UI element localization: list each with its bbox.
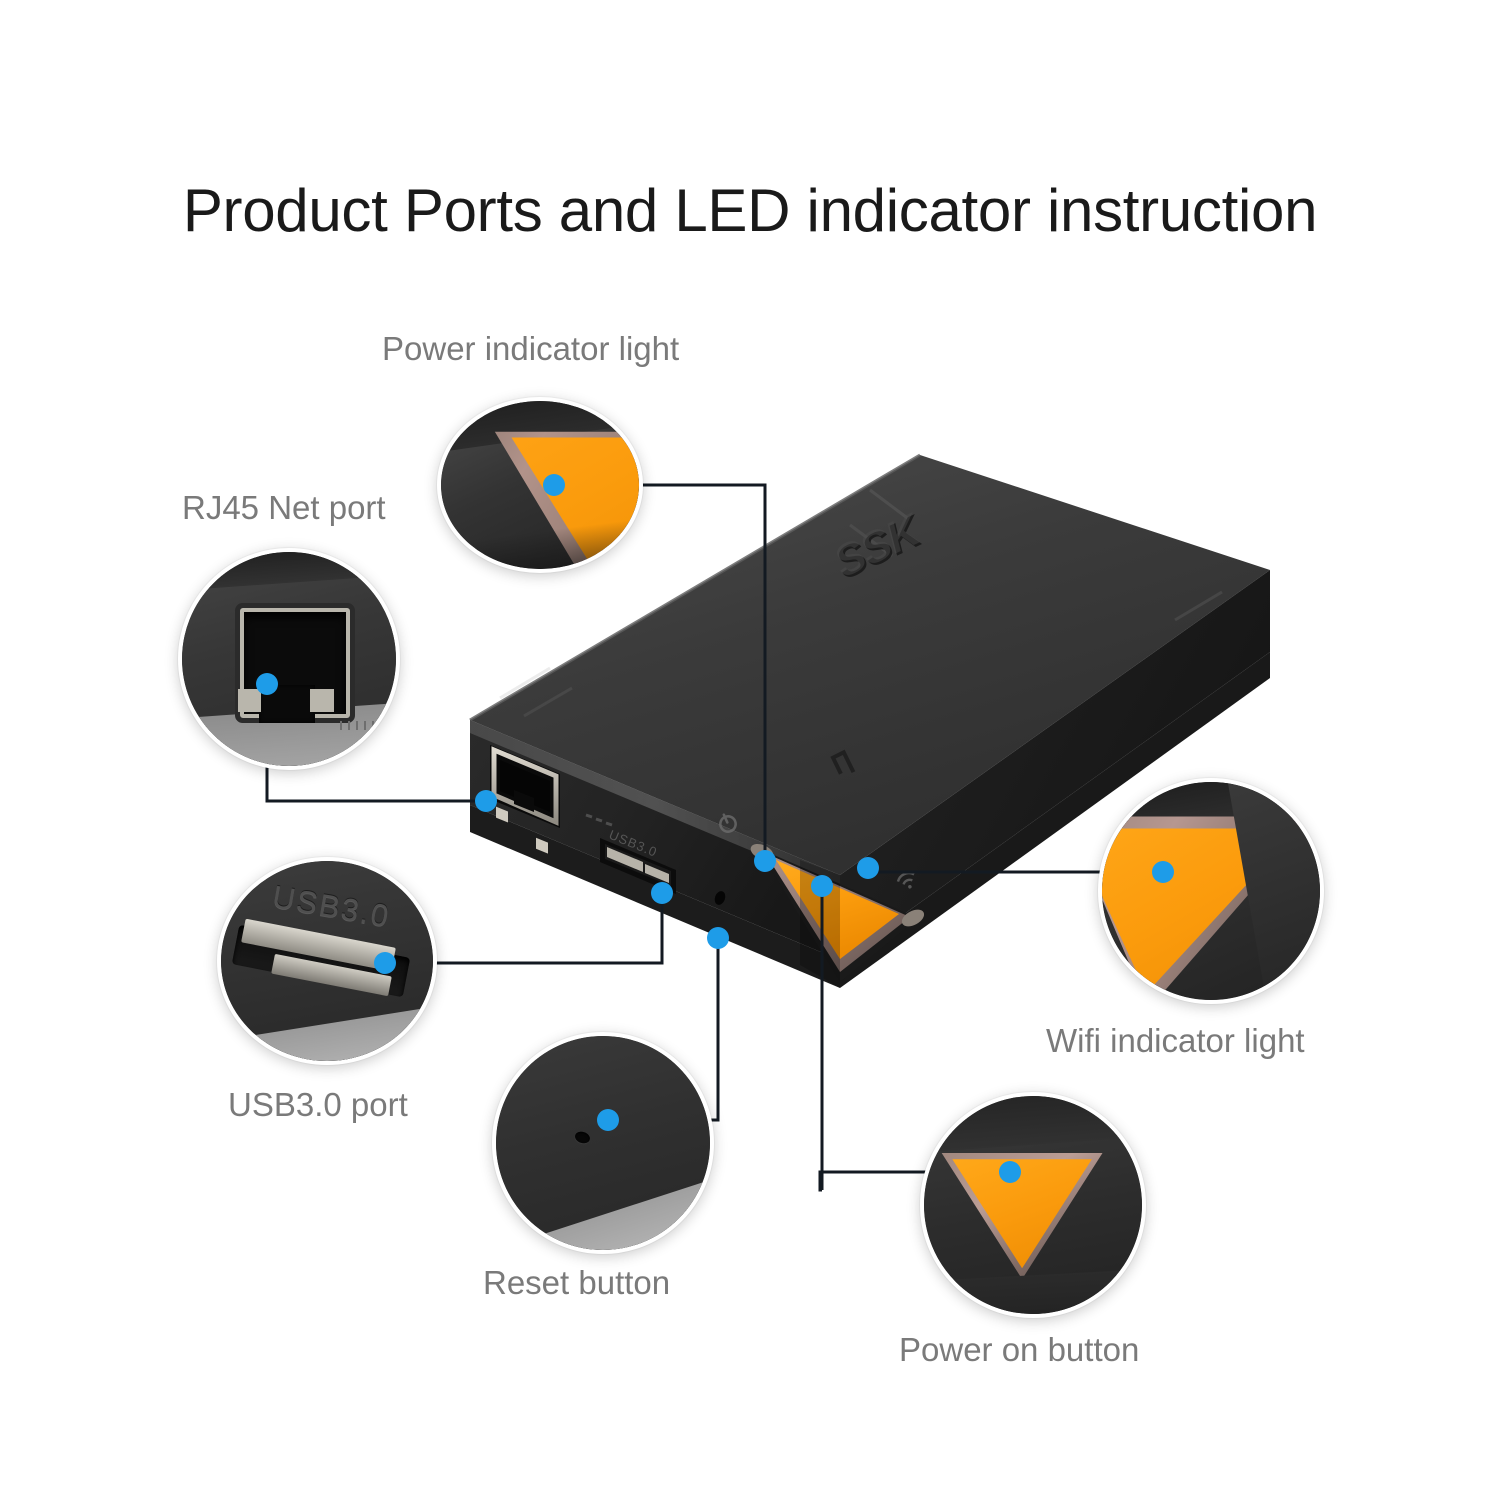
label-rj45-net-port: RJ45 Net port	[182, 489, 386, 526]
callout-zoom-power-on-button	[920, 1092, 1146, 1318]
marker-dot-device-reset-button	[707, 927, 729, 949]
leader-line-power-on-button	[818, 886, 1010, 1192]
marker-dot-device-wifi-indicator	[857, 857, 879, 879]
label-usb30-port: USB3.0 port	[228, 1086, 408, 1123]
device-top-texture	[499, 488, 1247, 718]
callout-zoom-rj45-port	[178, 548, 400, 770]
marker-dot-bubble-power-indicator	[543, 474, 565, 496]
device-top-edge-highlight	[469, 453, 921, 722]
device-vent-marks	[585, 813, 613, 827]
rj45-port	[490, 745, 560, 854]
label-reset-button: Reset button	[483, 1264, 671, 1301]
usb30-port	[600, 838, 676, 894]
power-icon	[719, 813, 737, 833]
reset-pinhole	[714, 891, 726, 905]
marker-dot-device-usb30-port	[651, 882, 673, 904]
device-bottom-shadow-right	[840, 652, 1270, 988]
marker-dot-bubble-wifi-indicator	[1152, 861, 1174, 883]
marker-dot-bubble-usb30-port	[374, 952, 396, 974]
marker-dot-device-rj45-net-port	[475, 790, 497, 812]
callout-zoom-wifi-indicator	[1098, 778, 1324, 1004]
callout-zoom-reset-button	[492, 1032, 714, 1254]
marker-dot-bubble-reset-button	[597, 1109, 619, 1131]
device-front-face	[470, 720, 840, 960]
device-top-surface	[470, 455, 1270, 875]
marker-dot-device-power-on-button	[811, 875, 833, 897]
callout-zoom-usb30-port: USB3.0	[217, 857, 437, 1065]
device-front-bevel	[470, 720, 840, 888]
marker-dot-device-power-indicator	[754, 850, 776, 872]
nfc-icon	[830, 749, 856, 775]
marker-dot-bubble-rj45-net-port	[256, 673, 278, 695]
product-device-illustration: SSK SSK USB3.0	[440, 420, 1300, 1060]
device-right-face	[840, 570, 1270, 960]
label-power-indicator: Power indicator light	[382, 330, 680, 367]
label-power-on-button: Power on button	[899, 1331, 1140, 1368]
leader-line-usb30-port	[385, 893, 664, 965]
corner-led-assembly	[750, 843, 925, 982]
wifi-icon	[896, 871, 915, 889]
label-wifi-indicator: Wifi indicator light	[1046, 1022, 1305, 1059]
callout-zoom-power-indicator	[437, 397, 643, 573]
marker-dot-bubble-power-on-button	[999, 1161, 1021, 1183]
page-title: Product Ports and LED indicator instruct…	[182, 177, 1318, 244]
